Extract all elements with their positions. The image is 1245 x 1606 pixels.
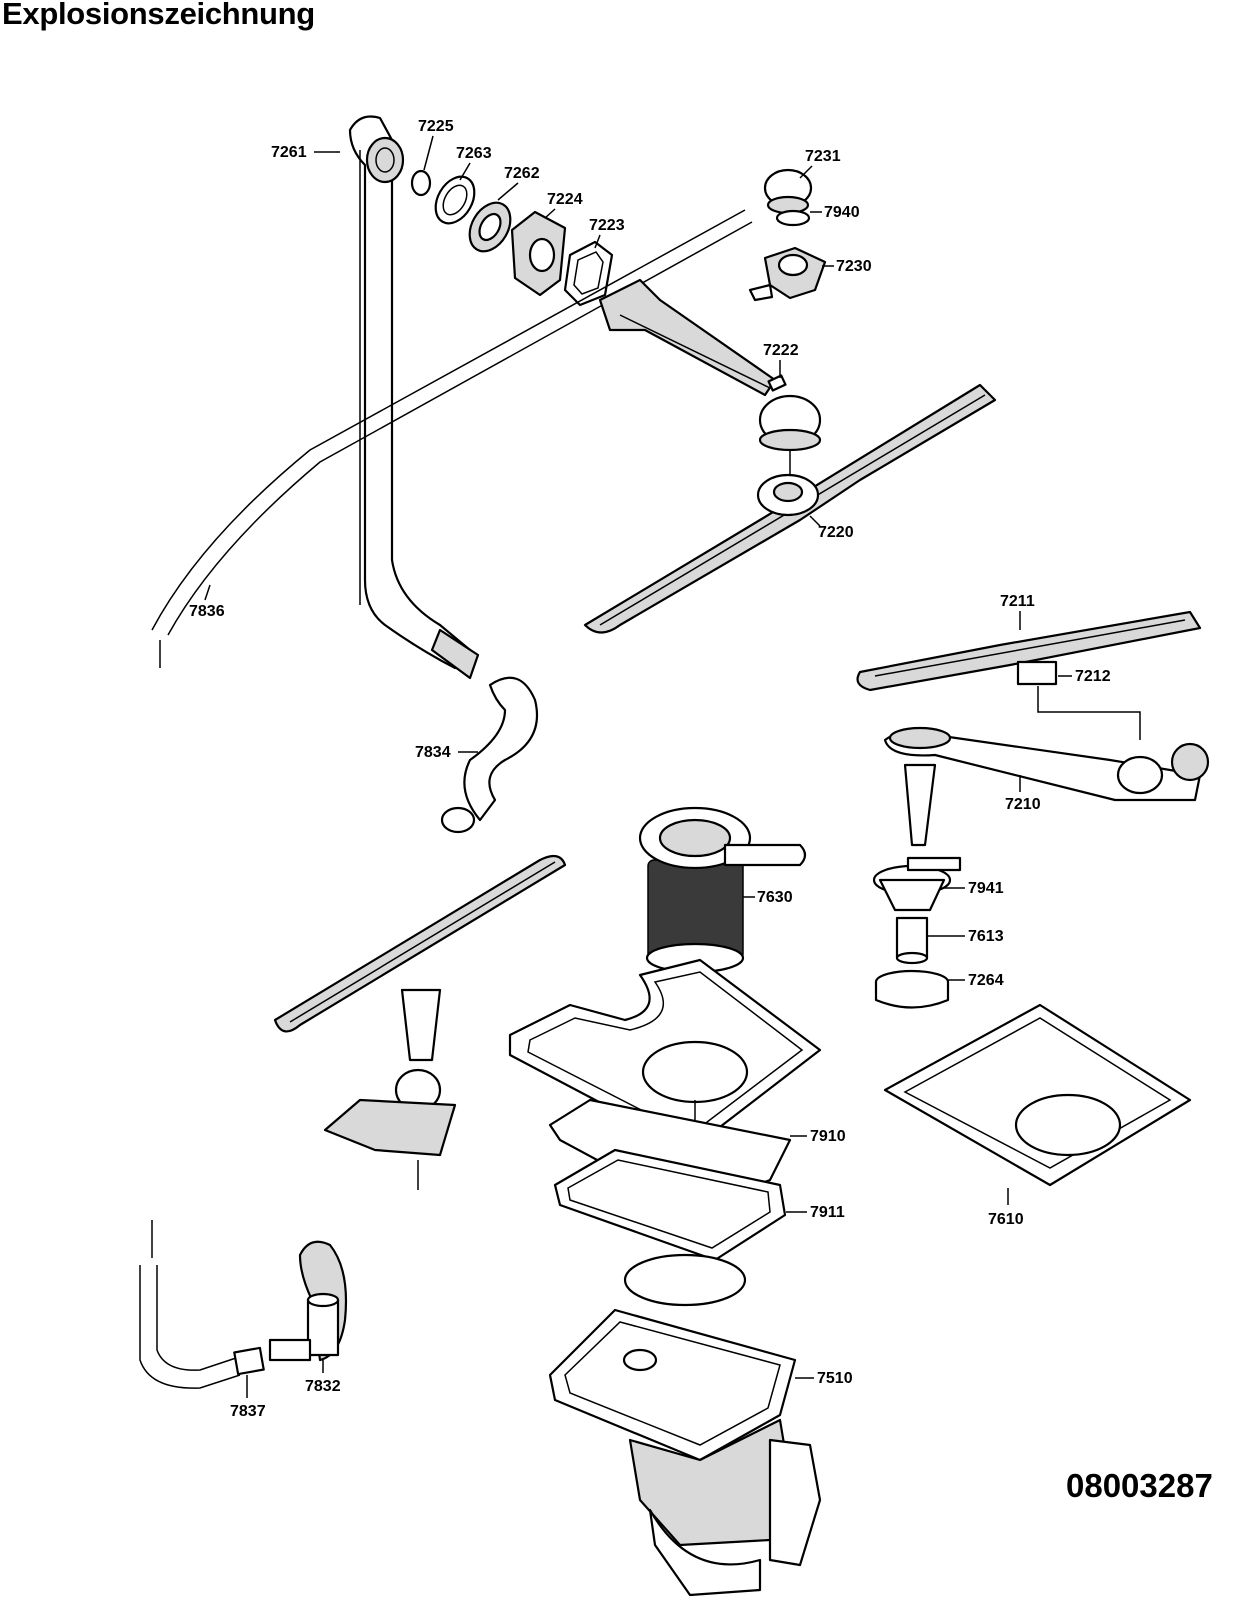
document-number: 08003287 bbox=[1066, 1467, 1213, 1504]
label-7220: 7220 bbox=[818, 524, 854, 541]
part-7212-clip bbox=[1016, 660, 1141, 740]
part-7630-filter bbox=[638, 806, 807, 974]
label-7834: 7834 bbox=[415, 744, 451, 761]
part-7836-hose bbox=[151, 209, 753, 668]
part-7837-hose bbox=[139, 1220, 265, 1389]
label-7832: 7832 bbox=[305, 1378, 341, 1395]
label-7210: 7210 bbox=[1005, 796, 1041, 813]
label-7262: 7262 bbox=[504, 165, 540, 182]
label-7211: 7211 bbox=[1000, 593, 1035, 610]
label-7222: 7222 bbox=[763, 342, 799, 359]
label-7231: 7231 bbox=[805, 148, 841, 165]
label-7224: 7224 bbox=[547, 191, 583, 208]
part-7832-elbow bbox=[268, 1240, 348, 1362]
label-7223: 7223 bbox=[589, 217, 625, 234]
label-7630: 7630 bbox=[757, 889, 793, 906]
part-7220-spray-arm bbox=[583, 383, 997, 634]
part-7610-flat-filter bbox=[883, 1003, 1192, 1187]
lower-spray-arm bbox=[273, 854, 567, 1190]
part-7222-pipe bbox=[598, 278, 822, 475]
part-7225-nut bbox=[365, 136, 432, 197]
label-7911: 7911 bbox=[810, 1204, 845, 1221]
label-7225: 7225 bbox=[418, 118, 454, 135]
label-7261: 7261 bbox=[271, 144, 307, 161]
part-7510-sump bbox=[548, 1253, 822, 1597]
part-7613-tube bbox=[895, 916, 929, 965]
label-7940: 7940 bbox=[824, 204, 860, 221]
part-7224-manifold-seal bbox=[510, 210, 567, 297]
label-7613: 7613 bbox=[968, 928, 1004, 945]
part-7940-ring bbox=[775, 209, 811, 227]
label-7610: 7610 bbox=[988, 1211, 1024, 1228]
label-7910: 7910 bbox=[810, 1128, 846, 1145]
label-7837: 7837 bbox=[230, 1403, 266, 1420]
part-7231-cap bbox=[763, 168, 813, 215]
label-7836: 7836 bbox=[189, 603, 225, 620]
label-7263: 7263 bbox=[456, 145, 492, 162]
part-7910-strainer bbox=[508, 958, 822, 1235]
part-7210-spray-arm bbox=[883, 726, 1210, 847]
part-7263-ring bbox=[434, 175, 476, 225]
part-7834-elbow-hose bbox=[440, 676, 539, 834]
diagram-title: Explosionszeichnung bbox=[2, 0, 315, 31]
part-7264-nut bbox=[874, 969, 950, 1009]
callouts: 7261 7225 7263 7262 7224 7223 7231 7940 … bbox=[189, 118, 1111, 1420]
part-7262-flange bbox=[468, 201, 512, 253]
label-7230: 7230 bbox=[836, 258, 872, 275]
part-7211-upper-spray-arm bbox=[856, 610, 1202, 692]
label-7212: 7212 bbox=[1075, 668, 1111, 685]
label-7264: 7264 bbox=[968, 972, 1004, 989]
part-7941-valve bbox=[872, 856, 962, 912]
part-7230-bearing bbox=[748, 246, 827, 302]
part-7911-gasket bbox=[548, 1098, 792, 1262]
label-7941: 7941 bbox=[968, 880, 1004, 897]
label-7510: 7510 bbox=[817, 1370, 853, 1387]
part-7261-supply-tube bbox=[348, 115, 480, 680]
